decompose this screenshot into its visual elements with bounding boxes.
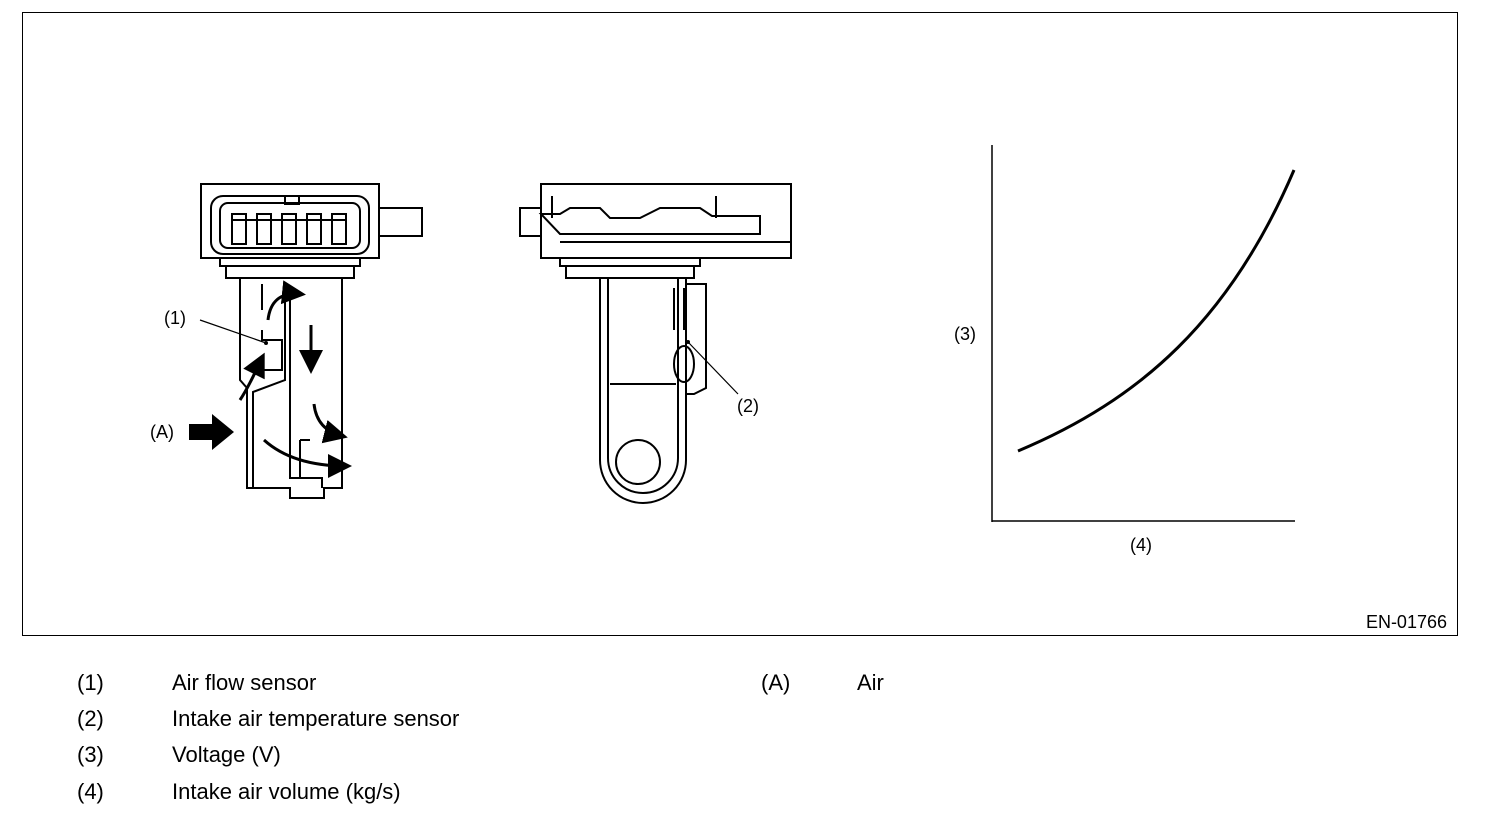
mass-air-flow-sensor-front-view: [519, 183, 792, 504]
chart-y-axis-label: (3): [954, 324, 976, 344]
legend-text-2: Intake air temperature sensor: [172, 706, 460, 731]
callout-1-leader: [199, 319, 267, 344]
legend-text-1: Air flow sensor: [172, 670, 317, 695]
legend-key-4: (4): [77, 779, 104, 804]
legend-key-3: (3): [77, 742, 104, 767]
legend-text-3: Voltage (V): [172, 742, 281, 767]
characteristic-curve: [1017, 169, 1296, 453]
airflow-path-arrows: [238, 280, 352, 478]
callout-2-label: (2): [737, 396, 759, 416]
callout-2-leader: [687, 341, 739, 395]
figure-code: EN-01766: [1366, 612, 1447, 632]
mass-air-flow-sensor-side-view: [200, 183, 423, 499]
figure-frame: [22, 12, 1458, 636]
legend-text-a: Air: [857, 670, 884, 695]
callout-a-label: (A): [150, 422, 174, 442]
air-inlet-arrow-icon: [189, 414, 234, 450]
legend-key-1: (1): [77, 670, 104, 695]
legend-text-4: Intake air volume (kg/s): [172, 779, 401, 804]
callout-1-label: (1): [164, 308, 186, 328]
chart-x-axis-label: (4): [1130, 535, 1152, 555]
legend-key-2: (2): [77, 706, 104, 731]
legend-key-a: (A): [761, 670, 791, 695]
voltage-vs-air-volume-chart: [991, 145, 1296, 522]
